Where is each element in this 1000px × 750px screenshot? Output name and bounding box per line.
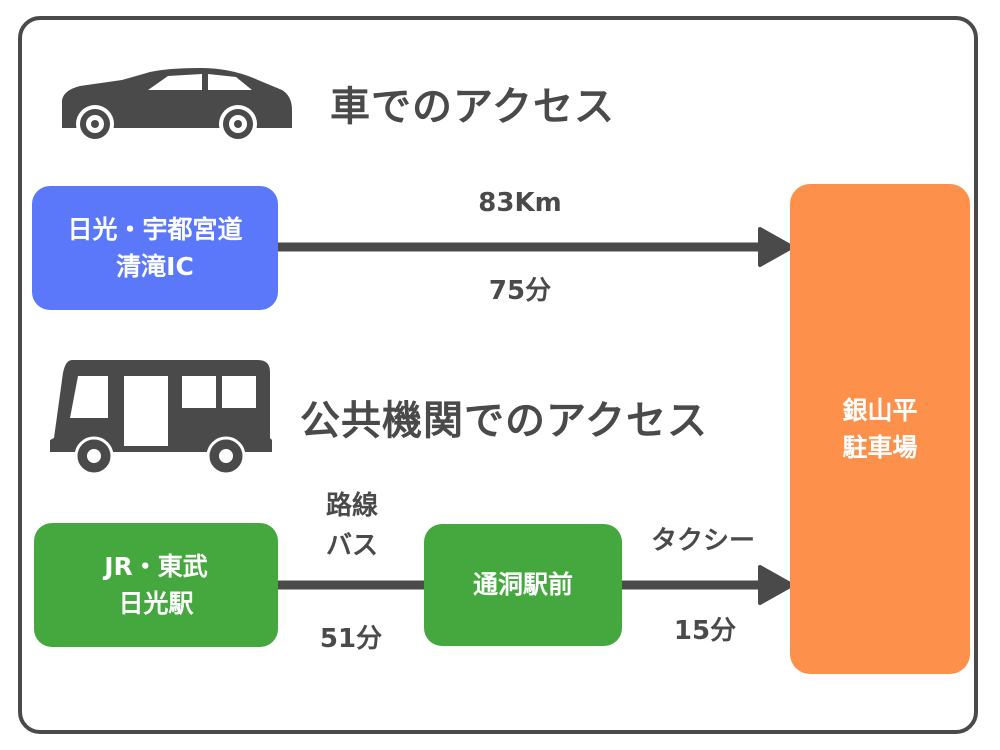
car-origin-line1: 日光・宇都宮道 [67, 214, 243, 244]
stop-box: 通洞駅前 [424, 524, 622, 646]
public-origin-box: JR・東武 日光駅 [34, 523, 278, 647]
car-access-title: 車でのアクセス [330, 84, 615, 130]
bus-label: 路線 バス [300, 486, 404, 567]
car-origin-box: 日光・宇都宮道 清滝IC [32, 186, 278, 310]
stop-label: 通洞駅前 [472, 570, 573, 600]
taxi-time-label: 15分 [673, 616, 737, 646]
destination-line2: 駐車場 [842, 433, 918, 462]
car-distance-label: 83Km [478, 188, 562, 218]
public-access-title: 公共機関でのアクセス [300, 398, 708, 444]
public-origin-line1: JR・東武 [104, 551, 208, 581]
bus-time-label: 51分 [319, 624, 383, 654]
public-origin-line2: 日光駅 [118, 589, 194, 618]
bus-label-line2: バス [325, 531, 378, 562]
car-origin-line2: 清滝IC [116, 252, 194, 281]
taxi-label: タクシー [650, 526, 755, 556]
bus-label-line1: 路線 [325, 491, 378, 521]
destination-line1: 銀山平 [842, 395, 918, 425]
car-time-label: 75分 [488, 276, 552, 306]
destination-box: 銀山平 駐車場 [790, 184, 970, 674]
